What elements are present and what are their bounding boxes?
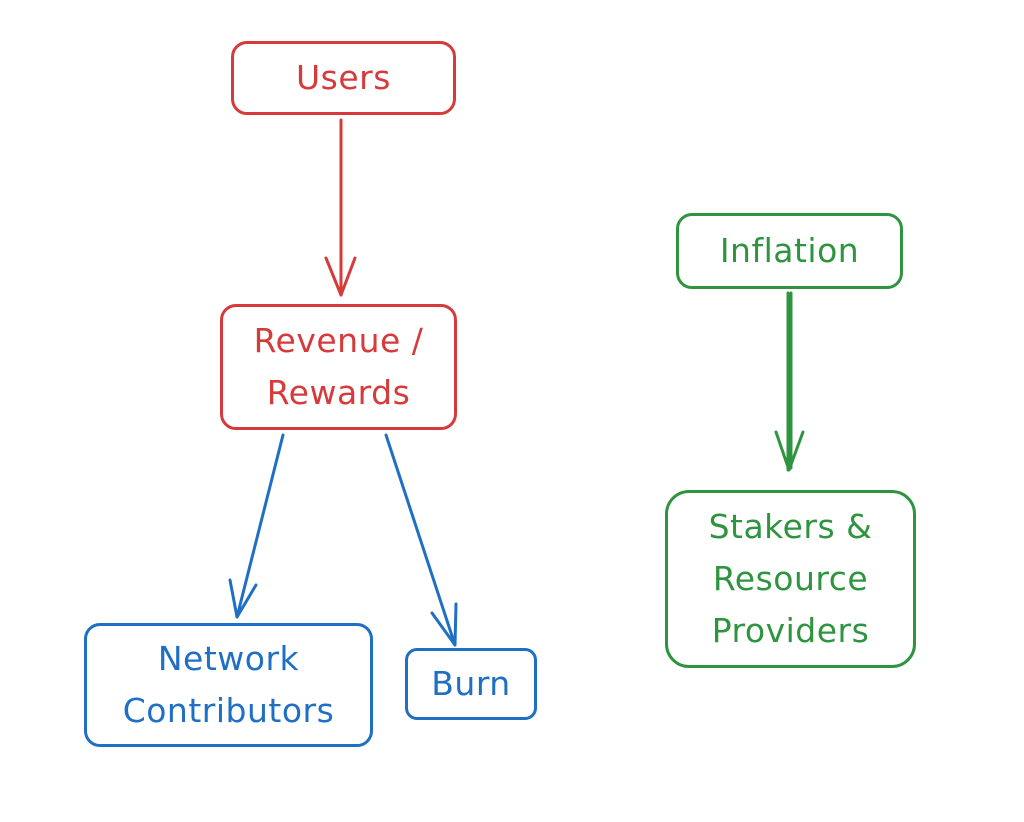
arrowhead-icon (324, 256, 357, 297)
node-burn: Burn (405, 648, 537, 720)
node-stakers-resource-providers: Stakers & Resource Providers (665, 490, 916, 668)
node-inflation: Inflation (676, 213, 903, 289)
node-label: Stakers & (708, 507, 873, 546)
node-label: Rewards (266, 373, 411, 412)
node-label: Network (157, 639, 300, 678)
node-network-contributors: Network Contributors (84, 623, 373, 747)
node-label: Providers (711, 611, 870, 650)
node-label: Inflation (719, 231, 860, 270)
edge-revenue-to-burn (384, 433, 458, 647)
edge-inflation-to-stakers (774, 291, 805, 472)
node-revenue-rewards: Revenue / Rewards (220, 304, 457, 430)
node-label: Revenue / (253, 321, 424, 360)
node-label: Users (296, 58, 391, 97)
node-label: Contributors (122, 691, 335, 730)
arrowhead-icon (430, 602, 458, 647)
arrowhead-icon (774, 430, 805, 472)
node-label: Resource (712, 559, 869, 598)
node-users: Users (231, 41, 456, 115)
arrowhead-icon (228, 578, 258, 619)
node-label: Burn (431, 664, 511, 703)
edge-revenue-to-network-contributors (228, 433, 285, 619)
edge-users-to-revenue (324, 118, 357, 297)
